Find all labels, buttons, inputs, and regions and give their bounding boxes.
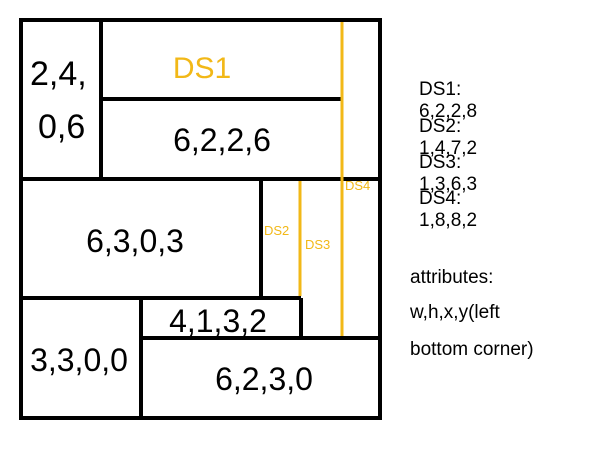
legend-ds3: DS3: 1,3,6,3 [419,152,478,195]
block-label-3-3-0-0: 3,3,0,0 [30,342,128,378]
block-label-2-4-0-6-line2: 0,6 [38,108,85,146]
attributes-heading: attributes: [410,267,494,288]
block-label-2-4-0-6-line1: 2,4, [30,55,87,93]
ds2-label: DS2 [264,223,289,238]
legend-ds4: DS4: 1,8,8,2 [419,188,478,231]
block-label-6-2-3-0: 6,2,3,0 [215,361,313,397]
legend-ds1: DS1: 6,2,2,8 [419,79,478,122]
block-label-4-1-3-2: 4,1,3,2 [169,303,267,339]
outer-frame [19,18,382,420]
ds1-label: DS1 [173,52,231,85]
ds3-label: DS3 [305,237,330,252]
attributes-line-3: bottom corner) [410,339,534,360]
ds4-label: DS4 [345,178,370,193]
block-label-6-2-2-6: 6,2,2,6 [173,122,271,158]
block-label-6-3-0-3: 6,3,0,3 [86,223,184,259]
attributes-line-2: w,h,x,y(left [410,302,500,323]
legend-ds2: DS2: 1,4,7,2 [419,116,478,159]
